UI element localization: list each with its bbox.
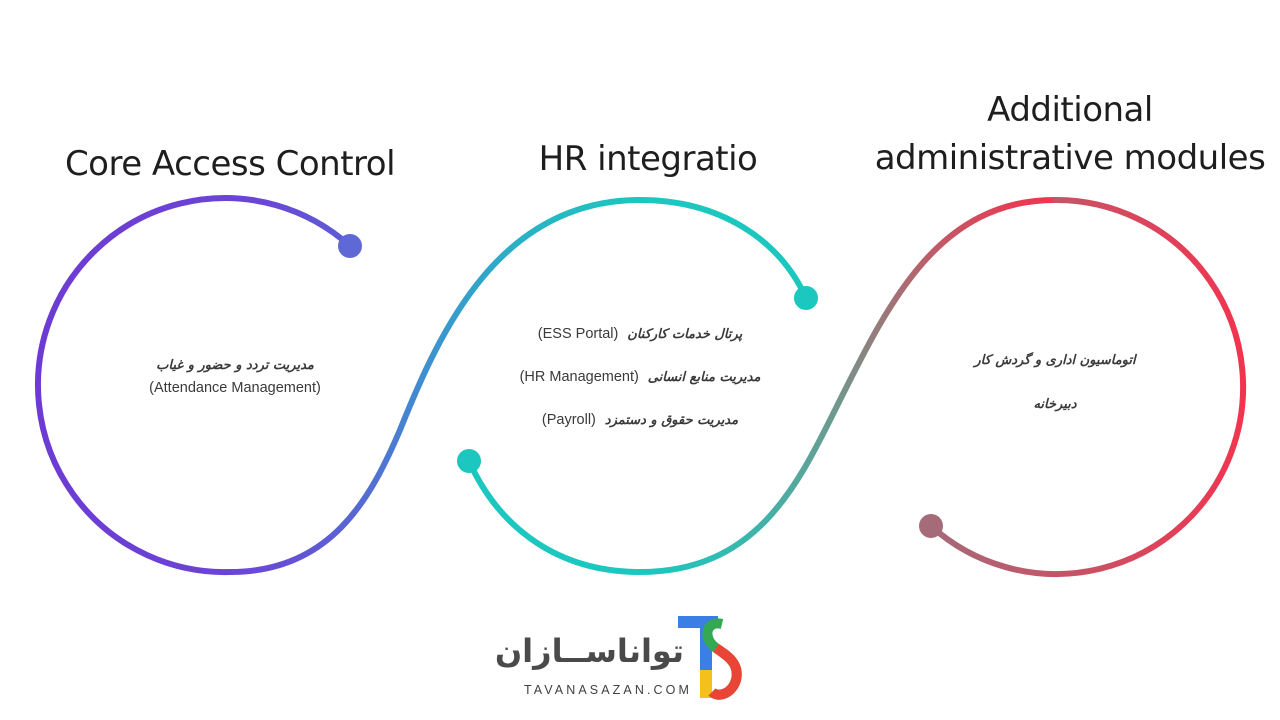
stage-1-item-en: (Attendance Management) bbox=[149, 380, 321, 396]
stage-2-item-2-fa: مدیریت منابع انسانی bbox=[647, 370, 761, 385]
crossing-2 bbox=[637, 197, 1058, 575]
stage-3-title-line-2: administrative modules bbox=[874, 138, 1266, 178]
stage-2-item-3-en: (Payroll) bbox=[541, 412, 596, 428]
stage-3-item-1: اتوماسیون اداری و گردش کار bbox=[974, 353, 1136, 368]
stage-2-item: (ESS Portal) پرتال خدمات کارکنان bbox=[460, 322, 820, 365]
stage-1-item-fa: مدیریت تردد و حضور و غیاب bbox=[156, 358, 314, 373]
dot-middle-bottom bbox=[457, 449, 481, 473]
stage-2-item-2-en: (HR Management) bbox=[519, 369, 639, 385]
stage-2-title: HR integratio bbox=[538, 139, 758, 179]
stage-1-items: مدیریت تردد و حضور و غیاب (Attendance Ma… bbox=[95, 355, 375, 399]
loop-middle-top bbox=[637, 197, 809, 301]
dot-left bbox=[338, 234, 362, 258]
loop-right bbox=[928, 196, 1247, 577]
ts-monogram-icon bbox=[678, 616, 742, 700]
stage-2-item-1-en: (ESS Portal) bbox=[537, 326, 619, 342]
loop-left bbox=[35, 195, 353, 576]
stage-1-title: Core Access Control bbox=[64, 144, 396, 184]
stage-3-items: اتوماسیون اداری و گردش کار دبیرخانه bbox=[940, 350, 1170, 438]
stage-2-item: (HR Management) مدیریت منابع انسانی bbox=[460, 365, 820, 408]
dot-right bbox=[919, 514, 943, 538]
stage-3-title: Additional administrative modules bbox=[860, 86, 1280, 182]
logo-url: TAVANASAZAN.COM bbox=[523, 683, 693, 697]
dot-middle-top bbox=[794, 286, 818, 310]
stage-3-item-2: دبیرخانه bbox=[1033, 397, 1077, 412]
brand-logo: توانا‌ســازان TAVANASAZAN.COM bbox=[494, 612, 760, 708]
stage-2-item-3-fa: مدیریت حقوق و دستمزد bbox=[604, 413, 739, 428]
crossing-1 bbox=[227, 197, 643, 575]
stage-2-items: (ESS Portal) پرتال خدمات کارکنان (HR Man… bbox=[460, 322, 820, 451]
loop-middle-bottom bbox=[466, 458, 643, 575]
stage-3-title-line-1: Additional bbox=[987, 90, 1153, 130]
logo-wordmark: توانا‌ســازان bbox=[494, 632, 684, 670]
stage-2-item-1-fa: پرتال خدمات کارکنان bbox=[627, 327, 743, 342]
stage-2-item: (Payroll) مدیریت حقوق و دستمزد bbox=[460, 408, 820, 451]
